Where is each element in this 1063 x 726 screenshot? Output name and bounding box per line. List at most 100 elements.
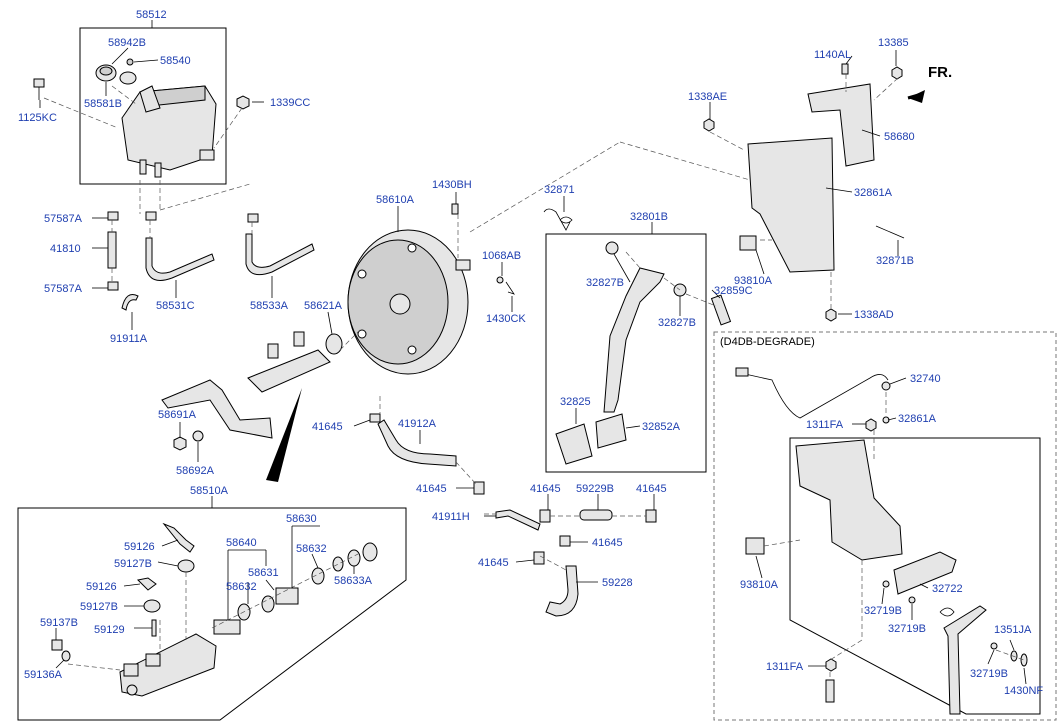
- direction-arrow-icon: [907, 90, 925, 103]
- part-label: 58610A: [376, 194, 415, 206]
- bracket-32861a-degrade-illustration: [795, 439, 903, 561]
- nut-1311fa-illustration: [865, 418, 877, 432]
- part-label: 58512: [136, 9, 167, 21]
- check-valve-illustration: [455, 259, 471, 271]
- clamp-illustration: [145, 211, 157, 221]
- cable-32740-illustration: [735, 371, 889, 419]
- part-label: 41645: [478, 557, 509, 569]
- nut-13385-illustration: [891, 66, 903, 80]
- pedal-32722-illustration: [893, 551, 957, 595]
- pipe-41911h-illustration: [495, 509, 541, 531]
- seal-58633a-illustration: [362, 542, 378, 562]
- seal-illustration: [119, 71, 137, 85]
- fitting-59126-illustration: [136, 577, 157, 591]
- part-label: 1338AD: [854, 309, 894, 321]
- part-label: 59126: [86, 581, 117, 593]
- part-label: 1338AE: [688, 91, 727, 103]
- part-label: 32852A: [642, 421, 681, 433]
- nut-1311fa-illustration: [825, 658, 837, 672]
- pin-32859c-illustration: [710, 294, 732, 326]
- bolt-1140al-illustration: [841, 63, 849, 75]
- part-label: 93810A: [734, 275, 773, 287]
- o-ring-58621a-illustration: [325, 333, 343, 355]
- bracket-58680-illustration: [807, 83, 875, 167]
- clamp-41645-illustration: [533, 551, 545, 565]
- clip-91911a-illustration: [121, 294, 139, 311]
- part-label: 59137B: [40, 617, 78, 629]
- cap-illustration: [95, 64, 117, 82]
- washer-58692a-illustration: [192, 430, 204, 442]
- part-label: 32719B: [970, 668, 1008, 680]
- pedal-arm-degrade-illustration: [943, 605, 987, 715]
- master-cylinder-illustration: [247, 331, 331, 393]
- pedal-pad-32825-illustration: [555, 423, 593, 465]
- part-label: 59126: [124, 541, 155, 553]
- part-label: 1311FA: [766, 661, 804, 673]
- part-label: 58633A: [334, 575, 373, 587]
- bolt-1125kc-illustration: [33, 78, 45, 100]
- variant-label: (D4DB-DEGRADE): [720, 336, 815, 348]
- part-label: 1430BH: [432, 179, 472, 191]
- clip-1430nf-illustration: [1020, 653, 1028, 667]
- washer-59136a-illustration: [61, 650, 71, 662]
- nut-1068ab-illustration: [496, 276, 504, 284]
- part-label: 57587A: [44, 283, 83, 295]
- part-label: 41912A: [398, 418, 437, 430]
- bolt-1430bh-illustration: [451, 203, 459, 215]
- pipe-41810-illustration: [107, 231, 117, 269]
- clamp-illustration: [247, 213, 259, 223]
- seal-58633a-illustration: [332, 556, 344, 572]
- leader-lines: [39, 20, 1027, 685]
- part-label: 32825: [560, 396, 591, 408]
- part-label: 59127B: [114, 558, 152, 570]
- hose-58531c-illustration: [145, 237, 215, 281]
- spring-58631-illustration: [275, 587, 299, 605]
- part-label: 58510A: [190, 485, 229, 497]
- part-label: 58692A: [176, 465, 215, 477]
- pedal-box: [545, 233, 707, 473]
- part-label: 32871B: [876, 255, 914, 267]
- sensor-illustration: [825, 679, 835, 703]
- part-label: 41645: [636, 483, 667, 495]
- part-label: 58621A: [304, 300, 343, 312]
- part-label: 1351JA: [994, 624, 1032, 636]
- part-label: 58691A: [158, 409, 197, 421]
- grommet-59127b-illustration: [177, 559, 195, 573]
- degrade-box: [713, 331, 1057, 721]
- part-label: 32871: [544, 184, 575, 196]
- clamp-41645-illustration: [559, 535, 571, 547]
- part-label: 32719B: [864, 605, 902, 617]
- pointer-wedge-icon: [266, 388, 302, 482]
- nut-58692a-illustration: [173, 436, 187, 451]
- bracket-32861a-illustration: [747, 137, 835, 273]
- part-label: 41645: [530, 483, 561, 495]
- part-label: 1125KC: [18, 112, 57, 124]
- part-label: 1140AL: [814, 49, 851, 61]
- master-cylinder-box: [17, 507, 407, 721]
- clamp-illustration: [107, 211, 119, 221]
- fitting-59126-illustration: [162, 522, 195, 553]
- part-label: 41645: [592, 537, 623, 549]
- pedal-arm-illustration: [603, 267, 665, 413]
- spring-illustration: [939, 607, 955, 617]
- strainer-illustration: [126, 58, 134, 66]
- grommet-59127b-illustration: [143, 599, 161, 613]
- part-label: 59129: [94, 624, 125, 636]
- part-label: 32827B: [658, 317, 696, 329]
- direction-label: FR.: [928, 64, 952, 81]
- clamp-41645-illustration: [473, 481, 485, 495]
- nut-1338ae-illustration: [703, 118, 715, 132]
- part-label: 58632: [226, 581, 257, 593]
- clamp-41645-illustration: [539, 509, 551, 523]
- part-label: 91911A: [110, 333, 148, 345]
- nut-1339cc-illustration: [236, 95, 250, 110]
- booster-illustration: [347, 229, 469, 375]
- part-label: 58531C: [156, 300, 195, 312]
- part-label: 59127B: [80, 601, 118, 613]
- part-label: 58581B: [84, 98, 122, 110]
- seal-58632-illustration: [311, 567, 325, 585]
- pedal-pad-32852a-illustration: [595, 413, 627, 449]
- spring-32871-illustration: [543, 208, 573, 231]
- part-label: 32827B: [586, 277, 624, 289]
- part-label: 32719B: [888, 623, 926, 635]
